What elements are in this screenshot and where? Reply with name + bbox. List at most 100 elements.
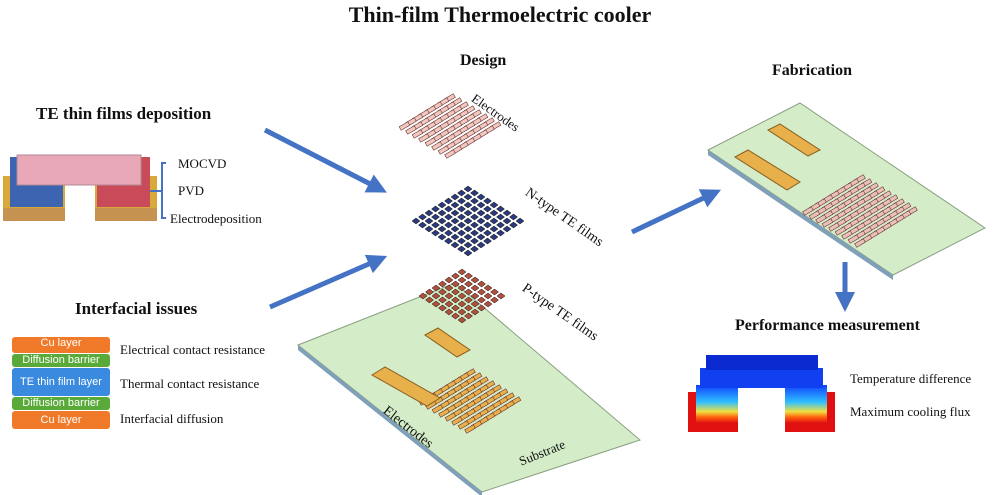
arrow-interfacial-to-design	[269, 254, 388, 310]
arrow-design-to-fabrication	[630, 189, 722, 235]
ntype-film	[470, 213, 479, 221]
fabrication-module	[815, 214, 827, 224]
ptype-film	[457, 300, 467, 308]
ntype-film	[489, 209, 499, 217]
fabrication-module	[821, 218, 834, 228]
ntype-film	[470, 189, 479, 197]
ntype-film	[463, 185, 473, 193]
ptype-film	[477, 296, 486, 304]
metric-cooling-flux: Maximum cooling flux	[850, 404, 971, 419]
ntype-film	[476, 209, 486, 217]
fabrication-module	[802, 206, 814, 216]
ntype-film	[418, 213, 427, 221]
ntype-film	[476, 193, 486, 201]
fabrication-heading: Fabrication	[772, 62, 852, 79]
ptype-film	[451, 312, 460, 320]
ptype-film	[470, 300, 480, 308]
electrode-pad	[411, 129, 424, 139]
ntype-film	[470, 237, 479, 245]
ntype-film	[437, 201, 447, 209]
ntype-film	[437, 225, 447, 233]
ntype-film	[450, 209, 460, 217]
fabrication-modules	[734, 123, 918, 248]
ntype-film	[502, 225, 512, 233]
ntype-film	[496, 205, 505, 213]
deposition-device	[3, 154, 166, 221]
ntype-film	[470, 245, 479, 253]
fabrication-module	[841, 230, 853, 240]
ptype-film	[451, 296, 460, 304]
ptype-film	[477, 288, 486, 296]
ntype-film	[509, 221, 518, 229]
ntype-film	[515, 217, 525, 225]
ntype-film	[437, 233, 447, 241]
ntype-film	[457, 205, 466, 213]
ntype-film	[444, 221, 453, 229]
ntype-film	[470, 229, 479, 237]
method-mocvd: MOCVD	[178, 156, 227, 171]
ptype-film	[470, 276, 480, 284]
ptype-film	[431, 292, 441, 300]
ntype-film	[411, 217, 421, 225]
ptype-film	[451, 304, 460, 312]
ntype-film	[489, 225, 499, 233]
ntype-film	[496, 221, 505, 229]
ntype-film	[496, 213, 505, 221]
fabrication-module	[854, 238, 866, 248]
ptype-film	[457, 284, 467, 292]
interfacial-heading: Interfacial issues	[75, 299, 198, 318]
substrate-electrode	[464, 424, 476, 434]
ptype-film	[464, 312, 473, 320]
ntype-film	[509, 213, 518, 221]
ntype-film	[463, 209, 473, 217]
ntype-film	[444, 213, 453, 221]
electrode-pad	[418, 133, 430, 143]
ntype-film	[470, 197, 479, 205]
ntype-film	[424, 217, 434, 225]
ptype-film	[483, 300, 493, 308]
substrate-electrode	[451, 416, 463, 426]
ptype-film	[464, 304, 473, 312]
ntype-film	[444, 205, 453, 213]
ntype-film	[463, 201, 473, 209]
ntype-film	[437, 217, 447, 225]
electrode-lead	[371, 366, 441, 407]
ptype-film	[444, 308, 454, 316]
electrode-pad	[424, 137, 437, 147]
ntype-film	[483, 213, 492, 221]
ntype-film	[457, 213, 466, 221]
ptype-film	[451, 280, 460, 288]
substrate-electrode	[438, 408, 450, 418]
ntype-film	[470, 205, 479, 213]
ntype-film	[502, 209, 512, 217]
ptype-film	[438, 296, 447, 304]
ptype-film	[444, 276, 454, 284]
ntype-film	[450, 201, 460, 209]
substrate-electrodes	[371, 327, 522, 434]
ptype-film	[477, 304, 486, 312]
electrode-pad	[405, 125, 417, 135]
ntype-film	[476, 225, 486, 233]
electrode-pad	[431, 141, 443, 151]
ptype-film	[483, 292, 493, 300]
ntype-film	[470, 221, 479, 229]
electrode-pad	[437, 145, 450, 155]
method-electrodeposition: Electrodeposition	[170, 211, 262, 226]
ntype-film	[489, 233, 499, 241]
ptype-film	[425, 288, 434, 296]
issue-diffusion: Interfacial diffusion	[120, 411, 224, 426]
ntype-film	[483, 237, 492, 245]
ntype-film	[444, 197, 453, 205]
ntype-film	[463, 225, 473, 233]
ntype-film	[463, 217, 473, 225]
ptype-film	[418, 292, 428, 300]
ntype-film	[496, 229, 505, 237]
ntype-film	[431, 229, 440, 237]
ptype-film	[483, 284, 493, 292]
ptype-film	[464, 280, 473, 288]
ntype-film	[476, 233, 486, 241]
ntype-film	[424, 225, 434, 233]
ntype-film	[450, 233, 460, 241]
ptype-film	[438, 280, 447, 288]
